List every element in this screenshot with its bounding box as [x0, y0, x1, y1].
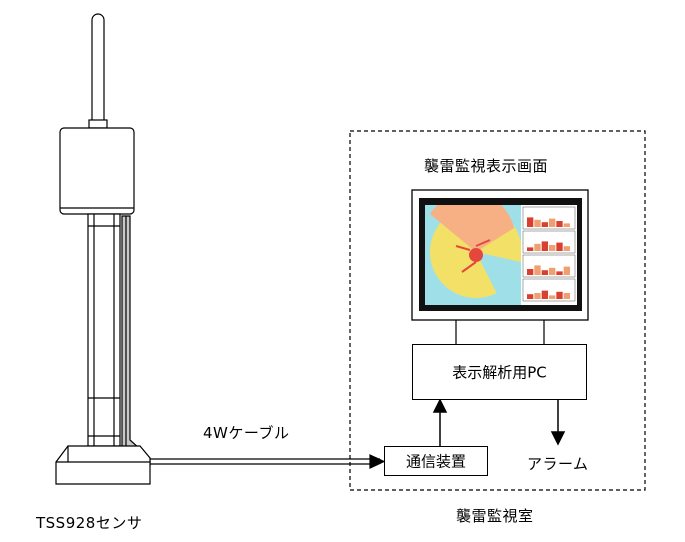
stat-panels [522, 206, 576, 302]
cable-line [150, 454, 386, 469]
stat-bar [541, 222, 548, 227]
stat-bar [549, 245, 556, 251]
stat-bar [549, 218, 556, 227]
stat-bar [534, 265, 541, 275]
room-label: 襲雷監視室 [456, 507, 534, 525]
stat-bar [556, 242, 563, 251]
stat-bar [527, 217, 534, 227]
stat-bar [527, 269, 534, 275]
stat-bar [527, 247, 534, 251]
tss928-sensor [55, 13, 151, 485]
sensor-label: TSS928センサ [36, 514, 143, 532]
stat-bar [527, 294, 534, 299]
monitoring-room-border [349, 130, 646, 491]
stat-bar [549, 267, 556, 275]
sensor-antenna-base [88, 119, 108, 129]
stat-bar [556, 221, 563, 227]
alarm-label: アラーム [527, 455, 589, 473]
map-inner-zone [430, 205, 514, 252]
stat-bar [534, 293, 541, 299]
comm-device-label: 通信装置 [405, 452, 466, 471]
stat-bar [563, 223, 570, 227]
stat-bar [549, 295, 556, 299]
display-caption: 襲雷監視表示画面 [424, 157, 549, 175]
sensor-pole [87, 213, 121, 447]
pc-label: 表示解析用PC [452, 363, 547, 382]
stat-bar [563, 293, 570, 299]
comm-device-box: 通信装置 [384, 446, 488, 476]
stat-bar [541, 270, 548, 275]
display-monitor [411, 189, 589, 321]
monitor-connectors [455, 320, 545, 344]
pc-to-alarm-arrow [550, 400, 566, 446]
stat-bar [534, 243, 541, 251]
sensor-base [55, 445, 151, 485]
comm-to-pc-arrow [432, 398, 448, 446]
pc-box: 表示解析用PC [412, 344, 587, 400]
map-core [469, 248, 483, 262]
stat-bar [556, 291, 563, 299]
stat-bar [563, 246, 570, 251]
sensor-antenna [91, 13, 105, 127]
stat-bar [556, 271, 563, 275]
cable-label: 4Wケーブル [203, 424, 290, 442]
stat-bar [541, 290, 548, 299]
stat-bar [563, 266, 570, 275]
stat-bar [541, 241, 548, 251]
lightning-map [425, 205, 521, 305]
stat-bar [534, 219, 541, 227]
sensor-head [59, 127, 135, 215]
